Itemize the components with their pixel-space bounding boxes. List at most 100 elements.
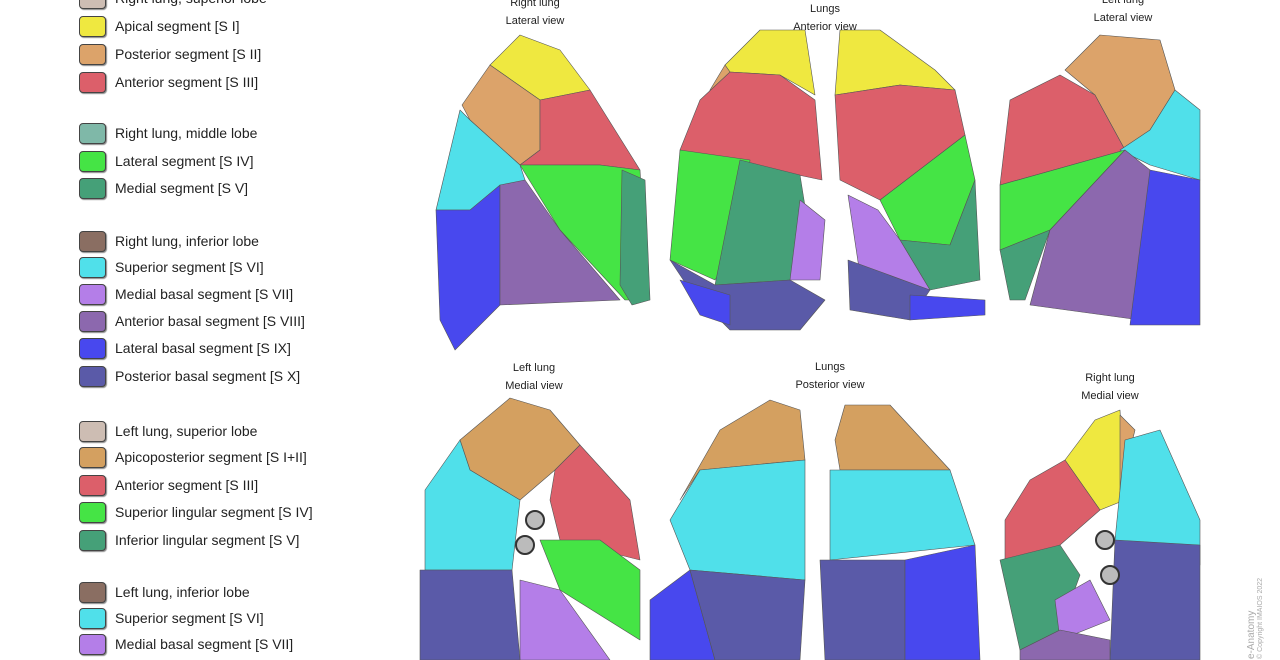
legend-label: Lateral segment [S IV]	[115, 153, 254, 169]
legend-item: Anterior segment [S III]	[79, 474, 258, 496]
lung-segment	[829, 469, 976, 561]
lung-segment	[834, 404, 951, 471]
lung-segment	[789, 199, 826, 281]
legend-item: Apicoposterior segment [S I+II]	[79, 446, 307, 468]
color-swatch	[79, 310, 106, 332]
caption-subtitle: Posterior view	[795, 379, 865, 391]
color-swatch	[79, 365, 106, 387]
color-swatch	[79, 474, 106, 496]
legend-item: Superior segment [S VI]	[79, 256, 264, 278]
watermark-brand: e-Anatomy	[1246, 610, 1257, 659]
lung-segment	[904, 544, 981, 660]
color-swatch	[79, 446, 106, 468]
legend-item: Lateral segment [S IV]	[79, 150, 254, 172]
legend-item: Lateral basal segment [S IX]	[79, 337, 291, 359]
watermark-copyright: © Copyright IMAIOS 2022	[1257, 577, 1264, 659]
legend-label: Right lung, middle lobe	[115, 125, 258, 141]
lung-segment	[419, 569, 521, 660]
color-swatch	[79, 15, 106, 37]
legend-label: Right lung, superior lobe	[115, 0, 267, 6]
color-swatch	[79, 529, 106, 551]
legend-label: Anterior segment [S III]	[115, 477, 259, 493]
caption-title: Lungs	[815, 361, 845, 373]
legend-item: Medial segment [S V]	[79, 177, 248, 199]
legend-label: Apicoposterior segment [S I+II]	[115, 449, 307, 465]
lung-segment	[819, 559, 906, 660]
caption-subtitle: Anterior view	[793, 21, 857, 33]
color-swatch	[79, 337, 106, 359]
caption-title: Left lung	[1101, 0, 1145, 6]
bronchus-icon	[525, 510, 545, 530]
color-swatch	[79, 230, 106, 252]
legend-label: Posterior segment [S II]	[115, 46, 262, 62]
legend-label: Medial basal segment [S VII]	[115, 286, 294, 302]
lung-segment	[539, 539, 641, 641]
color-swatch	[79, 581, 106, 603]
legend-label: Apical segment [S I]	[115, 18, 240, 34]
legend-item: Superior lingular segment [S IV]	[79, 501, 313, 523]
caption-subtitle: Lateral view	[505, 15, 565, 27]
bronchus-icon	[1100, 565, 1120, 585]
caption-title: Left lung	[512, 362, 556, 374]
lung-segment	[519, 579, 611, 660]
lung-segment	[679, 279, 731, 326]
caption-title: Lungs	[810, 3, 840, 15]
lung-segment	[1054, 579, 1111, 641]
lung-segment	[619, 169, 651, 306]
caption-subtitle: Lateral view	[1093, 12, 1153, 24]
color-swatch	[79, 43, 106, 65]
legend-item: Posterior basal segment [S X]	[79, 365, 300, 387]
legend-label: Right lung, inferior lobe	[115, 233, 259, 249]
lung-segment	[1129, 169, 1201, 326]
color-swatch	[79, 501, 106, 523]
caption-title: Right lung	[510, 0, 560, 9]
lung-segment	[499, 179, 621, 306]
caption-title: Right lung	[1085, 372, 1135, 384]
caption-subtitle: Medial view	[1081, 390, 1139, 402]
legend-item: Left lung, superior lobe	[79, 420, 257, 442]
lung-segment	[1114, 429, 1201, 566]
color-swatch	[79, 256, 106, 278]
watermark: e-Anatomy © Copyright IMAIOS 2022	[1246, 549, 1264, 659]
legend-item: Anterior basal segment [S VIII]	[79, 310, 305, 332]
legend-item: Left lung, inferior lobe	[79, 581, 250, 603]
lung-segment	[669, 459, 806, 581]
legend-item: Inferior lingular segment [S V]	[79, 529, 299, 551]
legend-label: Left lung, inferior lobe	[115, 584, 250, 600]
color-swatch	[79, 420, 106, 442]
lung-segment	[909, 294, 986, 321]
legend-item: Apical segment [S I]	[79, 15, 240, 37]
legend-item: Superior segment [S VI]	[79, 607, 264, 629]
legend-label: Superior segment [S VI]	[115, 259, 264, 275]
legend-item: Right lung, middle lobe	[79, 122, 257, 144]
color-swatch	[79, 0, 106, 9]
legend-item: Posterior segment [S II]	[79, 43, 261, 65]
color-swatch	[79, 150, 106, 172]
color-swatch	[79, 71, 106, 93]
legend-label: Medial segment [S V]	[115, 180, 249, 196]
lung-segment	[1019, 629, 1111, 660]
legend-label: Anterior basal segment [S VIII]	[115, 313, 305, 329]
lung-segment	[549, 444, 641, 561]
lung-segment	[847, 194, 931, 291]
legend-label: Superior lingular segment [S IV]	[115, 504, 313, 520]
legend-item: Right lung, inferior lobe	[79, 230, 259, 252]
lung-segment	[834, 29, 956, 96]
legend-label: Lateral basal segment [S IX]	[115, 340, 291, 356]
caption-subtitle: Medial view	[505, 380, 563, 392]
lung-segment	[999, 74, 1126, 186]
legend-label: Left lung, superior lobe	[115, 423, 258, 439]
color-swatch	[79, 122, 106, 144]
lung-segment	[435, 184, 501, 351]
lung-segment	[649, 569, 716, 660]
lung-segment	[689, 569, 806, 660]
bronchus-icon	[515, 535, 535, 555]
lung-segment	[999, 229, 1051, 301]
